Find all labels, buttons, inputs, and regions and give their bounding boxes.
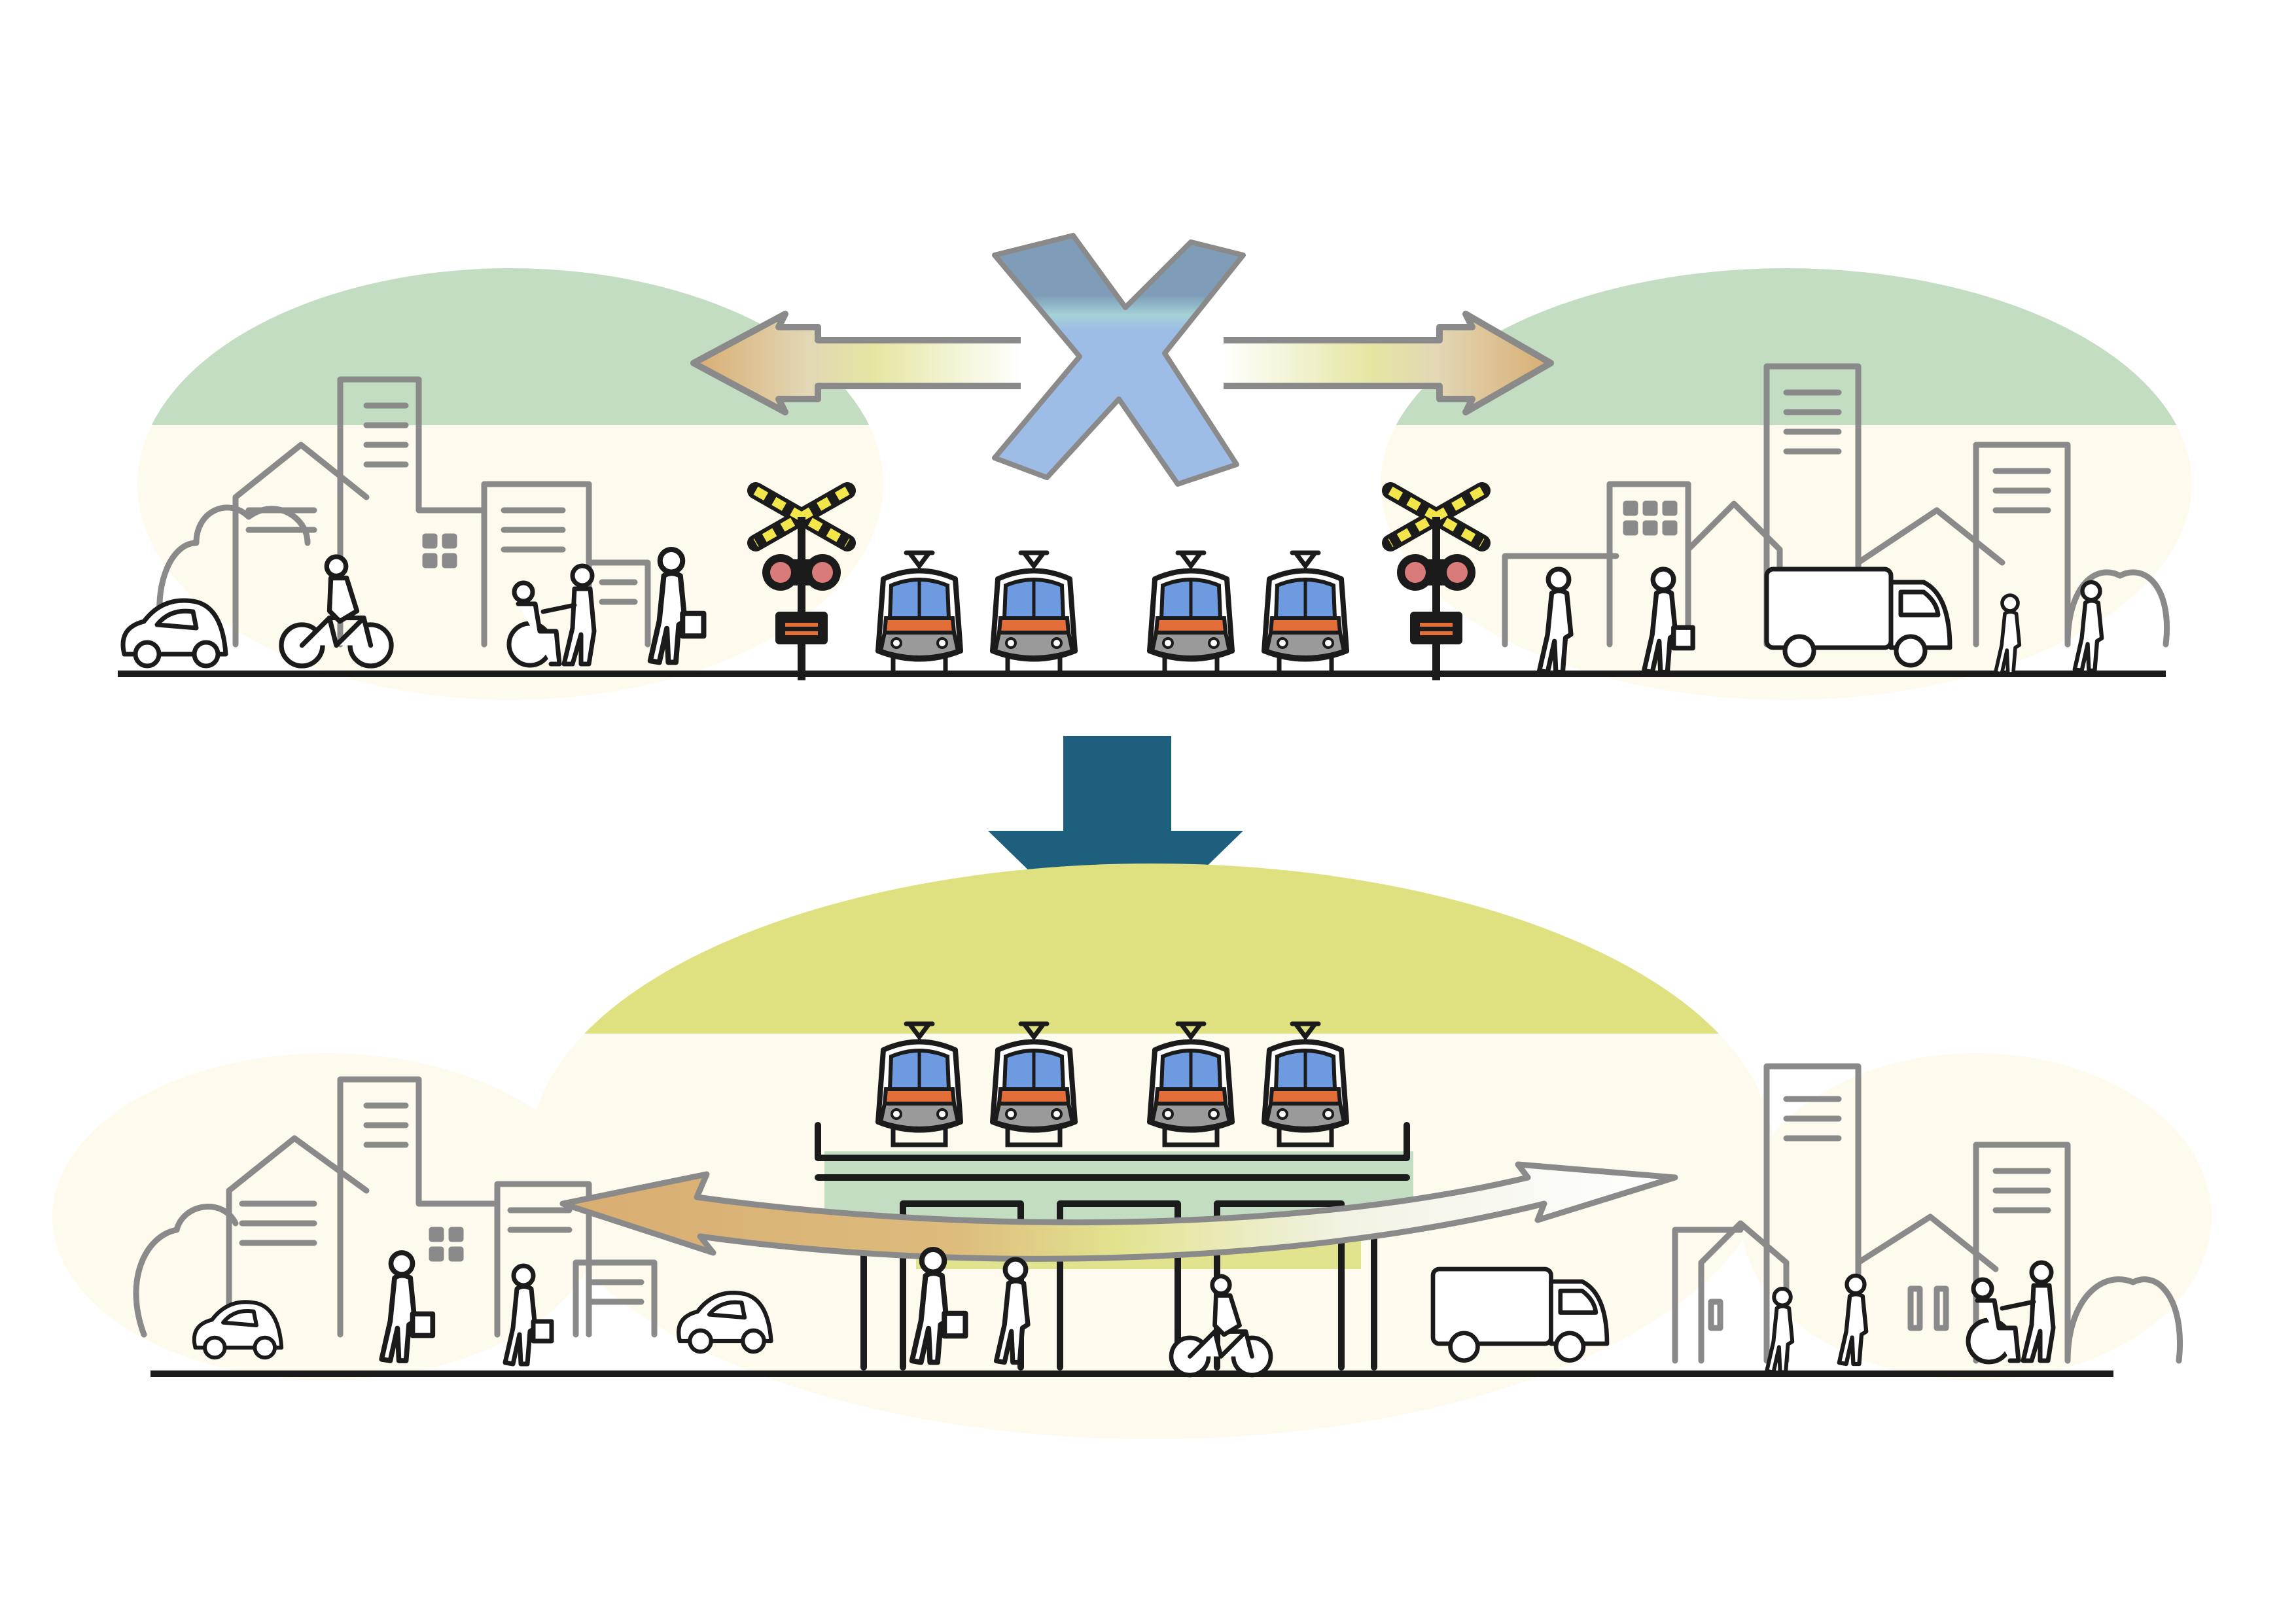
road-users-top-group (120, 546, 2104, 676)
crossing-signal-right-icon (1382, 482, 1491, 680)
child-pedestrian-bottom-icon (1765, 1287, 1795, 1374)
elevated-train-icon-4 (1262, 1021, 1349, 1147)
pedestrian-with-cane-bottom-icon (993, 1257, 1031, 1365)
pedestrian-with-bag-bottom-icon (379, 1250, 436, 1363)
pedestrian-icon (1641, 567, 1695, 675)
x-mark-icon (992, 233, 1246, 487)
elevated-train-icon-2 (990, 1021, 1078, 1147)
elevated-train-icon-3 (1147, 1021, 1235, 1147)
left-double-arrow-icon (690, 311, 1021, 415)
child-pedestrian-icon (1993, 593, 2022, 676)
train-icon-2 (990, 550, 1078, 676)
before-scene (118, 233, 2192, 700)
truck-bottom-icon (1430, 1266, 1610, 1363)
train-icon-3 (1147, 550, 1235, 676)
bicycle-icon (279, 554, 394, 669)
right-town-buildings-bottom-icon (1672, 1063, 2183, 1364)
pedestrian-with-bag-icon (647, 546, 707, 665)
bicycle-bottom-icon (1169, 1274, 1273, 1378)
trains-at-grade-group (875, 550, 1349, 676)
right-town-buildings-icon (1502, 363, 2170, 648)
left-town-buildings-icon (156, 376, 651, 648)
wheelchair-icon (506, 563, 597, 668)
crossing-signals-group (747, 482, 1491, 680)
train-icon-1 (875, 550, 963, 676)
wheelchair-bottom-icon (1966, 1260, 2056, 1365)
trains-on-viaduct-group (875, 1021, 1349, 1147)
child-pedestrian-icon-2 (2072, 580, 2104, 673)
train-icon-4 (1262, 550, 1349, 676)
road-users-bottom-group (192, 1246, 2056, 1378)
pedestrian-with-cane-icon (1536, 567, 1574, 675)
after-scene (52, 864, 2212, 1439)
pedestrian-under-viaduct-icon (909, 1246, 968, 1365)
left-town-buildings-bottom-icon (133, 1076, 658, 1338)
small-car-bottom-icon (677, 1291, 773, 1354)
down-arrow-icon (988, 736, 1243, 955)
elevated-train-icon-1 (875, 1021, 963, 1147)
pedestrian-bottom-icon (503, 1263, 554, 1367)
truck-icon (1764, 567, 1952, 668)
car-left-bottom-icon (192, 1300, 284, 1360)
right-double-arrow-icon (1224, 311, 1554, 415)
crossing-signal-left-icon (747, 482, 856, 680)
child-pedestrian-bottom-icon-2 (1837, 1273, 1869, 1367)
car-left-icon (120, 598, 228, 669)
